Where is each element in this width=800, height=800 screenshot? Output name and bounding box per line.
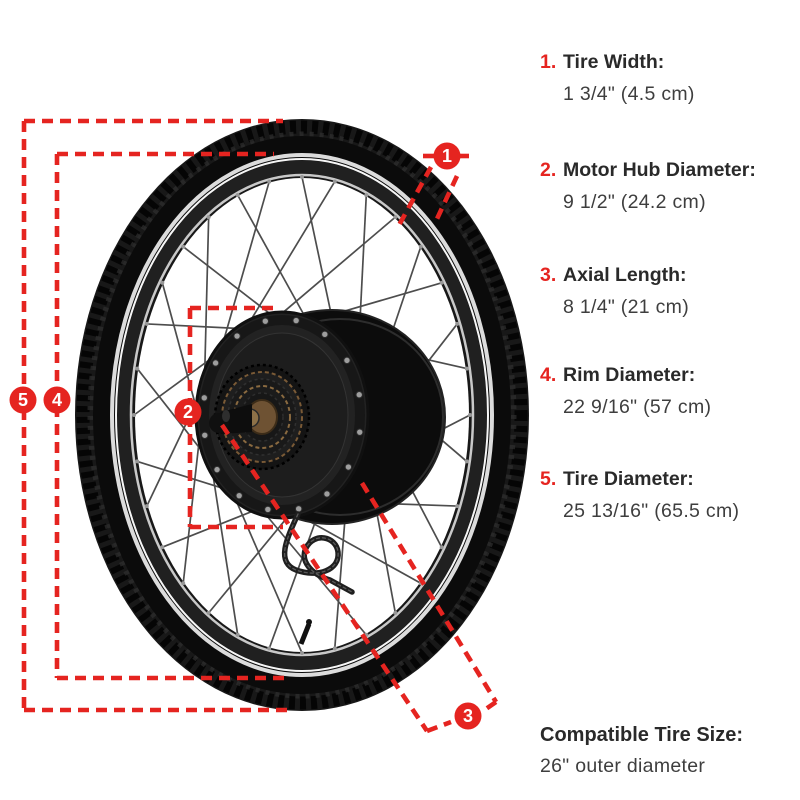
spec-number: 4.: [540, 364, 557, 386]
tire-diameter-guide: [21, 118, 292, 713]
rim-silver-strip: [110, 153, 494, 677]
spec-number: 2.: [540, 159, 557, 181]
marker-5: 5: [9, 386, 37, 414]
spec-label: Motor Hub Diameter:: [563, 159, 756, 181]
spec-item-rim-diameter: 4. Rim Diameter: 22 9/16" (57 cm): [540, 363, 796, 419]
valve-stem: [298, 619, 312, 645]
spec-label: Axial Length:: [563, 264, 687, 286]
marker-number: 4: [52, 390, 62, 410]
marker-number: 1: [442, 146, 452, 166]
spec-number: 3.: [540, 264, 557, 286]
bike-wheel: [75, 119, 529, 711]
tire-tread-inner: [87, 131, 517, 699]
rim-diameter-guide: [54, 151, 284, 681]
cassette: [213, 363, 311, 471]
rim-glint: [115, 158, 489, 672]
axial-length-guide: [220, 423, 498, 734]
spec-value: 22 9/16" (57 cm): [563, 396, 712, 418]
compatible-tire-size-label: Compatible Tire Size:: [540, 724, 744, 746]
spec-label: Tire Diameter:: [563, 468, 694, 490]
spec-value: 8 1/4" (21 cm): [563, 296, 689, 318]
compatible-tire-size-value: 26" outer diameter: [540, 755, 706, 777]
spec-item-motor-hub-diameter: 2. Motor Hub Diameter: 9 1/2" (24.2 cm): [540, 158, 796, 214]
spec-value: 9 1/2" (24.2 cm): [563, 191, 706, 213]
spec-item-axial-length: 3. Axial Length: 8 1/4" (21 cm): [540, 263, 796, 319]
marker-number: 3: [463, 706, 473, 726]
motor-flange-ring: [199, 315, 365, 515]
spec-number: 1.: [540, 51, 557, 73]
marker-3: 3: [454, 702, 482, 730]
spec-value: 25 13/16" (65.5 cm): [563, 500, 740, 522]
spec-item-tire-width: 1. Tire Width: 1 3/4" (4.5 cm): [540, 50, 796, 106]
tire-tread: [76, 120, 528, 710]
spec-label: Tire Width:: [563, 51, 665, 73]
spec-item-tire-diameter: 5. Tire Diameter: 25 13/16" (65.5 cm): [540, 467, 796, 523]
marker-number: 2: [183, 402, 193, 422]
marker-1: 1: [433, 142, 461, 170]
spec-value: 1 3/4" (4.5 cm): [563, 83, 695, 105]
marker-number: 5: [18, 390, 28, 410]
spec-label: Rim Diameter:: [563, 364, 696, 386]
number-markers: 1 2 3 4 5: [9, 142, 482, 730]
compatible-tire-size: Compatible Tire Size: 26" outer diameter: [540, 722, 796, 778]
tire-sidewall: [93, 136, 511, 694]
marker-4: 4: [43, 386, 71, 414]
marker-2: 2: [174, 398, 202, 426]
spec-number: 5.: [540, 468, 557, 490]
power-cable: [281, 511, 355, 595]
rim-band: [117, 160, 487, 670]
